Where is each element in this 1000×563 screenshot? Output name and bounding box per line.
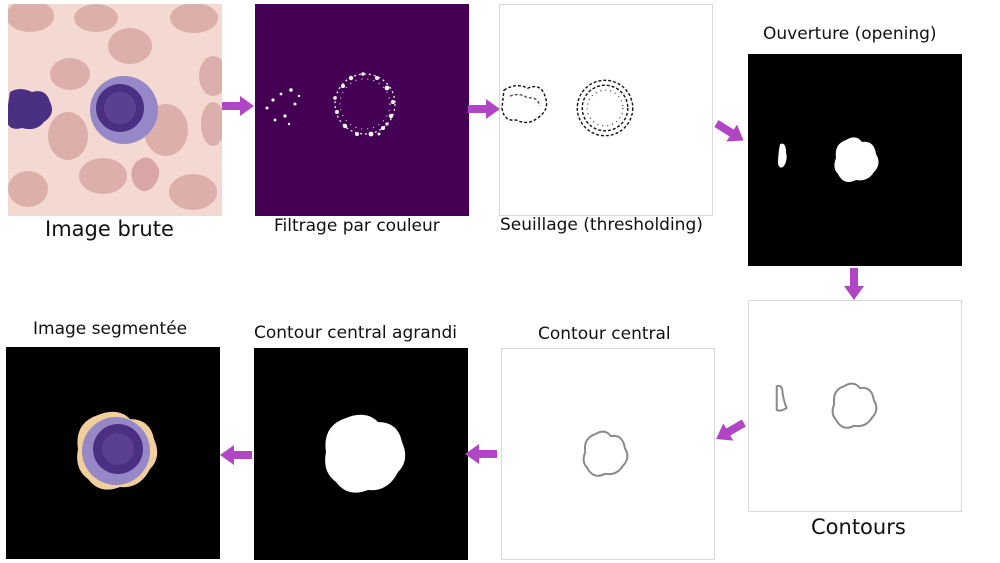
opening-cell-blob: [834, 137, 879, 182]
arrow-icon: [714, 120, 744, 142]
raw-blood-smear-image: [8, 4, 222, 216]
opening-edge-blob: [778, 143, 787, 168]
label-color-filter: Filtrage par couleur: [274, 216, 440, 236]
arrow-icon: [716, 419, 746, 441]
small-platelet-cluster: [131, 157, 160, 192]
threshold-panel: [499, 4, 713, 216]
arrow-central-to-enlarged: [463, 442, 499, 466]
raw-image-panel: [8, 4, 222, 216]
arrow-contours-to-central: [708, 412, 751, 451]
color-filter-image: [255, 4, 469, 216]
label-central-contour: Contour central: [538, 324, 671, 344]
label-segmented-image: Image segmentée: [33, 319, 188, 339]
arrow-enlarged-to-segmented: [218, 443, 254, 467]
arrow-threshold-to-opening: [708, 112, 751, 151]
arrow-icon: [465, 444, 497, 464]
label-opening: Ouverture (opening): [763, 24, 937, 44]
arrow-icon: [468, 99, 500, 119]
arrow-icon: [844, 268, 864, 300]
label-raw-image: Image brute: [45, 217, 174, 241]
label-enlarged-contour: Contour central agrandi: [254, 323, 457, 343]
segmented-image: [6, 347, 220, 559]
enlarged-contour-image: [254, 348, 468, 560]
left-cell: [8, 89, 52, 130]
arrow-filter-to-threshold: [466, 97, 502, 121]
opening-panel: [748, 54, 962, 266]
filter-background: [255, 4, 469, 216]
enlarged-contour-panel: [254, 348, 468, 560]
arrow-raw-to-filter: [220, 94, 256, 118]
color-filter-panel: [255, 4, 469, 216]
threshold-image: [500, 5, 712, 215]
segmented-panel: [6, 347, 220, 559]
opening-image: [748, 54, 962, 266]
arrow-icon: [220, 445, 252, 465]
contours-panel: [748, 300, 962, 512]
central-contour-image: [502, 349, 714, 559]
arrow-opening-to-contours: [842, 266, 866, 302]
arrow-icon: [222, 96, 254, 116]
label-threshold: Seuillage (thresholding): [500, 215, 703, 235]
label-contours: Contours: [811, 515, 906, 539]
contours-image: [749, 301, 961, 511]
central-contour-panel: [501, 348, 715, 560]
